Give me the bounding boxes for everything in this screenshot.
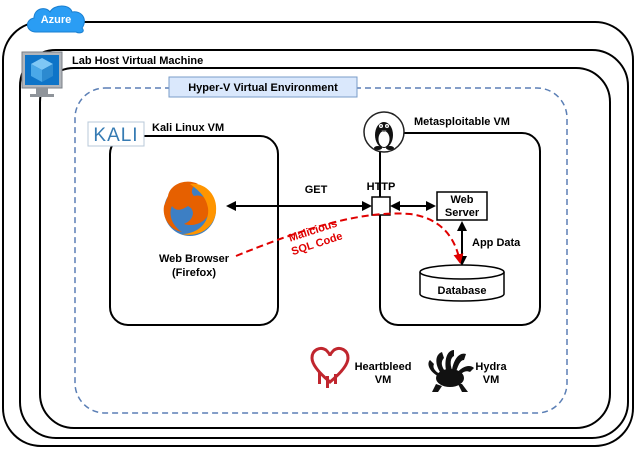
hyperv-label: Hyper-V Virtual Environment [188, 82, 338, 94]
kali-logo-text: KALI [93, 125, 138, 146]
hydra-label-line1: Hydra [475, 361, 507, 373]
lab-host-inner-frame [39, 67, 611, 429]
azure-badge-label: Azure [41, 14, 72, 26]
hydra-icon [428, 350, 474, 392]
heartbleed-label-line2: VM [375, 374, 392, 386]
app-data-label: App Data [472, 237, 521, 249]
web-server-box [436, 191, 488, 221]
database-label: Database [438, 285, 487, 297]
lab-host-label: Lab Host Virtual Machine [72, 55, 203, 67]
hydra-label-line2: VM [483, 374, 500, 386]
virtual-machine-monitor-icon [21, 51, 63, 97]
azure-container [2, 21, 634, 447]
metasploitable-vm-label: Metasploitable VM [414, 116, 510, 128]
database-cylinder [419, 264, 505, 302]
firefox-icon [163, 181, 217, 236]
heartbleed-label-line1: Heartbleed [355, 361, 412, 373]
malicious-sql-arrow [235, 212, 464, 264]
kali-logo: KALI [87, 121, 145, 147]
linux-tux-icon [363, 111, 405, 153]
heartbleed-icon [310, 346, 350, 388]
web-server-label-line1: Web [450, 194, 473, 206]
http-label: HTTP [367, 181, 396, 193]
browser-label-line1: Web Browser [159, 253, 230, 265]
web-server-label-line2: Server [445, 207, 480, 219]
http-port-box [371, 196, 391, 216]
hyperv-label-box [168, 76, 358, 98]
azure-cloud-icon: Azure [27, 5, 85, 34]
kali-vm-label: Kali Linux VM [152, 122, 224, 134]
browser-label-line2: (Firefox) [172, 267, 216, 279]
lab-host-container [19, 49, 629, 439]
get-label: GET [305, 184, 328, 196]
